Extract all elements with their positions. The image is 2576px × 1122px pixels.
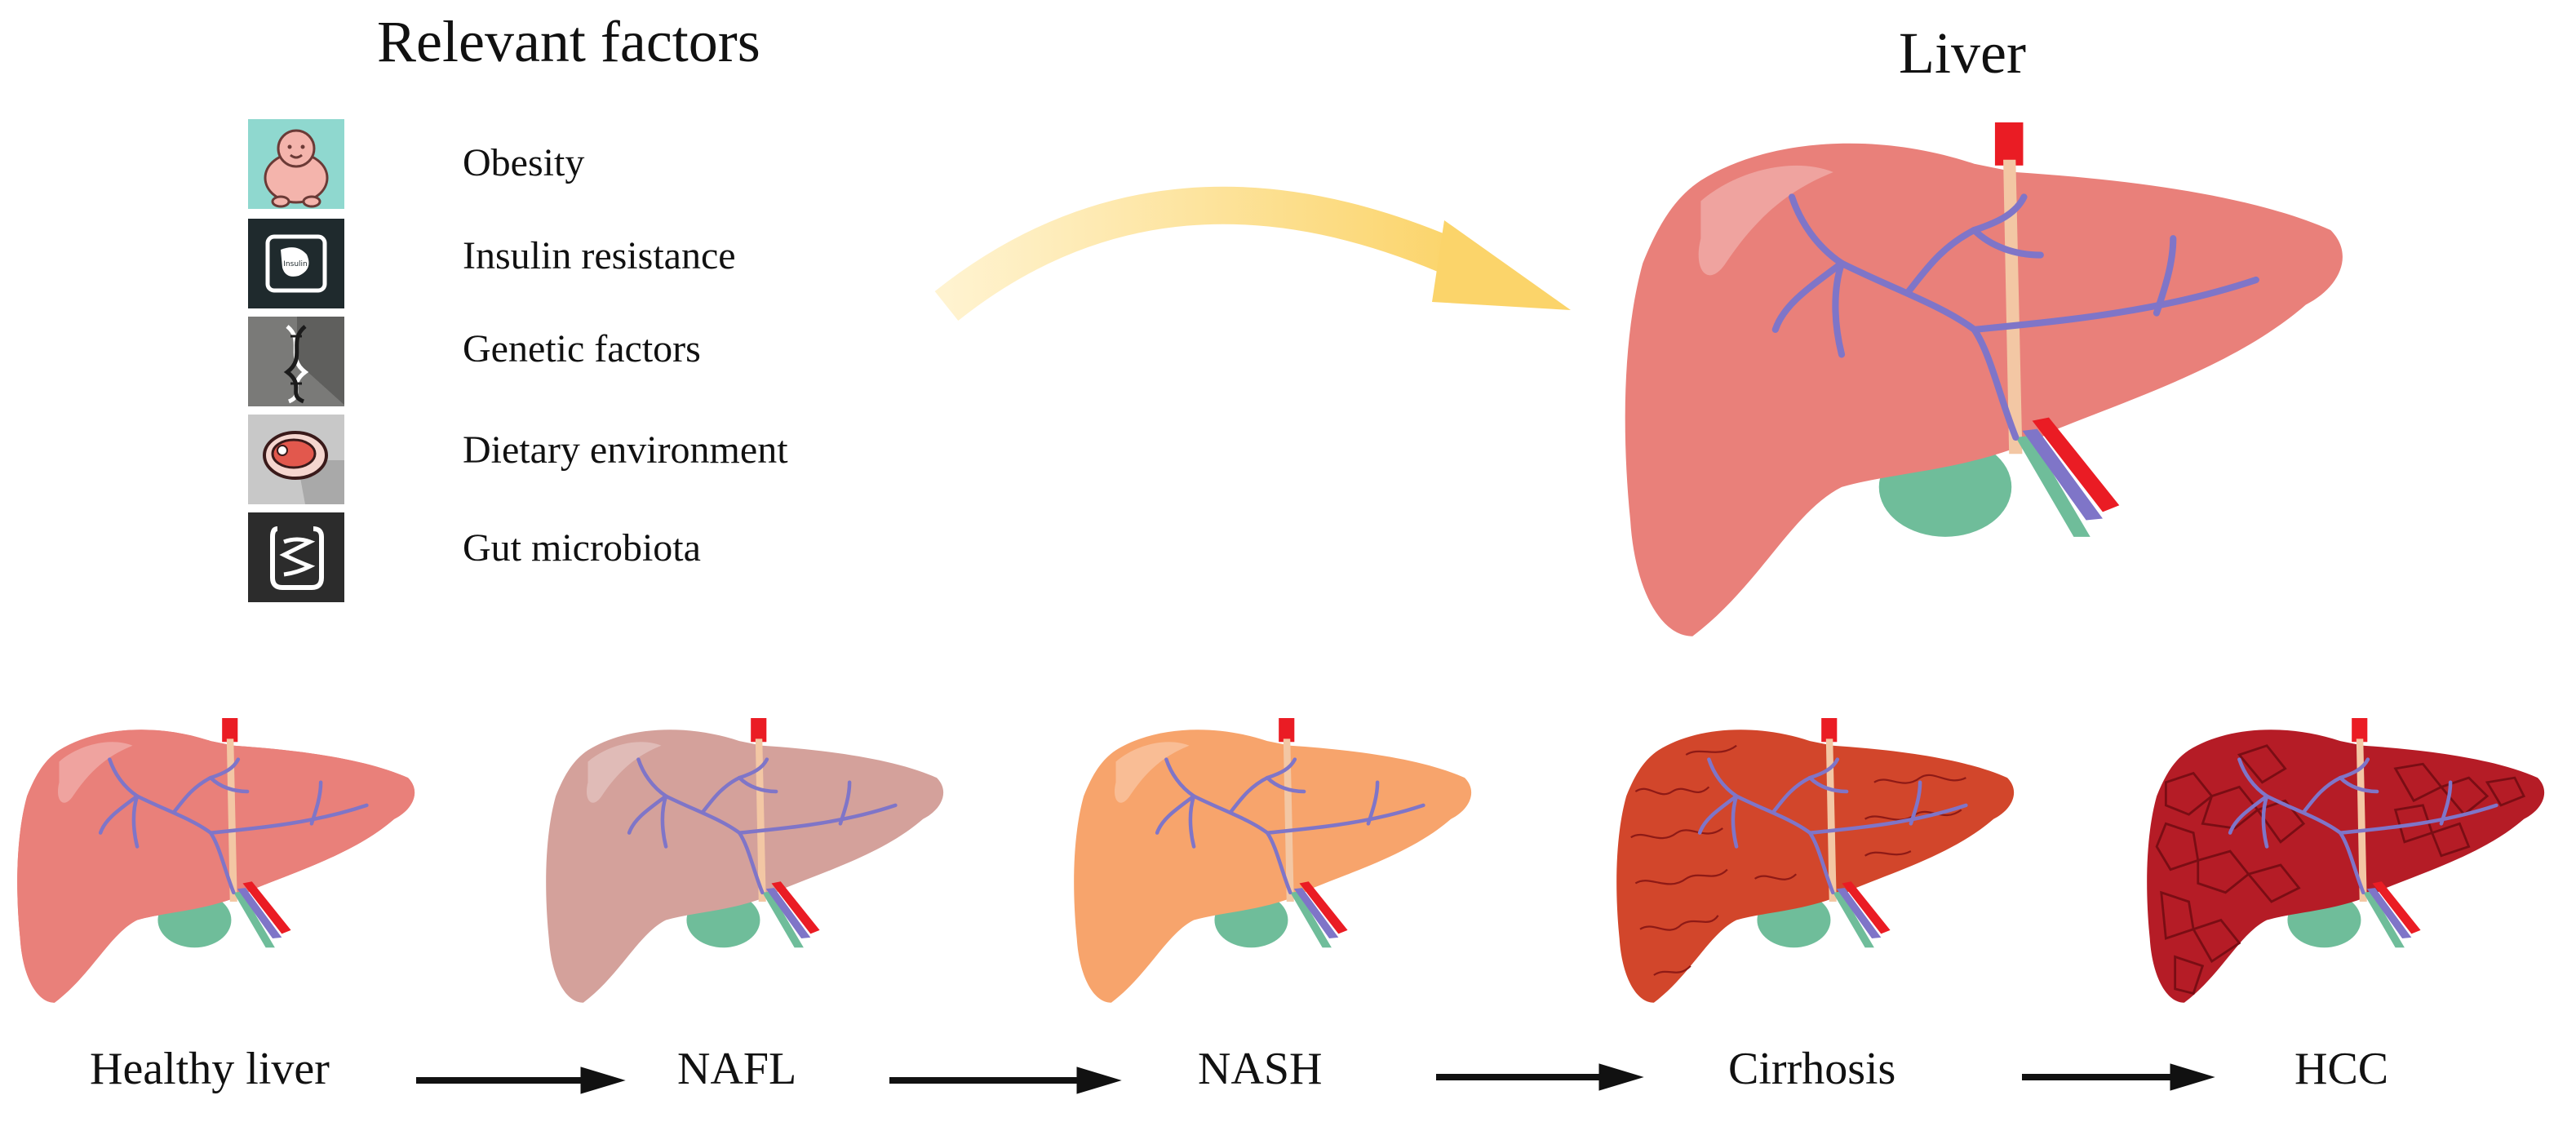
- meat-steak-icon: [248, 415, 344, 504]
- stage-label-healthy-liver: Healthy liver: [90, 1044, 330, 1094]
- factors-title: Relevant factors: [377, 9, 760, 74]
- stage-label-nafl: NAFL: [677, 1044, 797, 1094]
- cirrhosis-liver-illustration: [1616, 718, 2015, 1003]
- stage-label-cirrhosis: Cirrhosis: [1728, 1044, 1896, 1094]
- nafl-liver-illustration: [546, 718, 944, 1003]
- hcc-liver-illustration: [2147, 718, 2545, 1003]
- factor-label-gut-microbiota: Gut microbiota: [463, 526, 701, 570]
- dna-icon: [248, 317, 346, 406]
- factor-label-insulin-resistance: Insulin resistance: [463, 234, 736, 277]
- factor-label-obesity: Obesity: [463, 141, 585, 184]
- stage-label-nash: NASH: [1198, 1044, 1323, 1094]
- intestine-icon: [248, 512, 344, 602]
- healthy-liver-illustration: [16, 718, 432, 1012]
- factor-label-dietary-environment: Dietary environment: [463, 428, 788, 472]
- insulin-resistance-icon: Insulin: [248, 219, 344, 308]
- stage-label-hcc: HCC: [2294, 1044, 2389, 1094]
- nash-liver-illustration: [1074, 718, 1472, 1003]
- factor-label-genetic-factors: Genetic factors: [463, 327, 701, 370]
- liver-title: Liver: [1899, 20, 2026, 86]
- obesity-icon: [248, 119, 344, 209]
- svg-text:Insulin: Insulin: [283, 260, 307, 268]
